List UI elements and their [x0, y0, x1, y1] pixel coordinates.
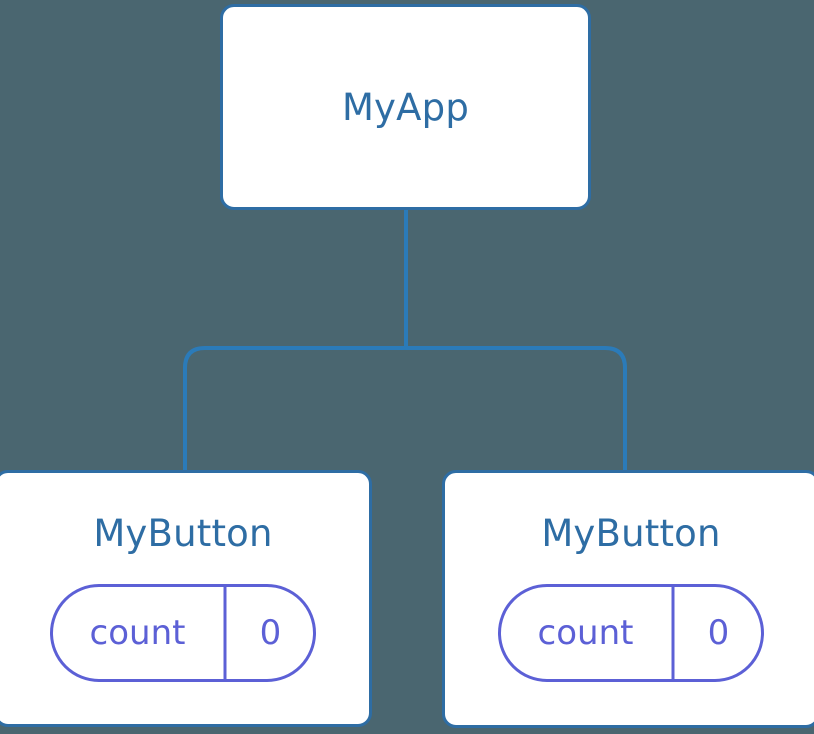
edge-myapp-to-mybutton-0: [183, 208, 408, 472]
node-title-myapp: MyApp: [341, 85, 470, 129]
node-title-mybutton-0: MyButton: [93, 512, 273, 555]
node-myapp[interactable]: MyApp: [220, 4, 591, 210]
state-pill-shape-1: [498, 584, 764, 682]
state-pill-key-1: count: [537, 613, 634, 653]
state-pill-count-0[interactable]: count 0: [50, 584, 316, 682]
node-title-mybutton-1: MyButton: [541, 512, 721, 555]
state-pill-value-1: 0: [707, 613, 730, 653]
state-pill-shape-0: [50, 584, 316, 682]
node-mybutton-0[interactable]: MyButton count 0: [0, 470, 372, 727]
node-mybutton-1[interactable]: MyButton count 0: [442, 470, 814, 728]
state-pill-count-1[interactable]: count 0: [498, 584, 764, 682]
state-pill-key-0: count: [89, 613, 186, 653]
edge-myapp-to-mybutton-1: [404, 208, 627, 472]
state-pill-value-0: 0: [259, 613, 282, 653]
